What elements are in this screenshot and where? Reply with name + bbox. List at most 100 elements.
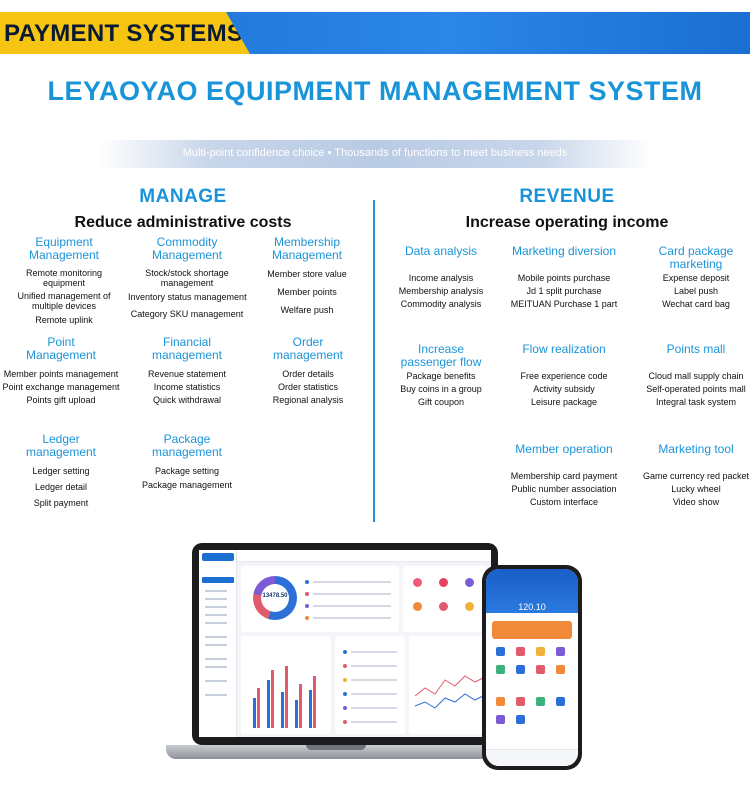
feature-item: Leisure package [530,397,598,407]
tagline-bar: Multi-point confidence choice • Thousand… [98,140,652,168]
dashboard-nav-item [205,636,227,638]
dashboard-nav-selected [202,577,234,583]
revenue-heading: REVENUE [519,186,615,207]
feature-item: Lucky wheel [671,484,721,494]
banner-label: PAYMENT SYSTEMS [4,20,244,47]
feature-item: Order statistics [277,382,338,392]
feature-item: Welfare push [280,305,334,315]
feature-title: Marketing diversion [511,244,617,258]
feature-item: Custom interface [529,497,599,507]
feature-item: Self-operated points mall [646,384,746,394]
feature-item: Label push [673,286,719,296]
column-divider [373,200,375,522]
feature-item: Income statistics [153,382,221,392]
manage-header: MANAGE Reduce administrative costs [0,186,366,232]
dashboard-nav-item [205,622,227,624]
laptop-mockup: 13478.50 [166,543,508,759]
phone-header: 120.10 [486,569,578,613]
feature-item: Cloud mall supply chain [648,371,744,381]
feature-flow-realization: Flow realization Free experience code Ac… [503,343,625,409]
feature-item: Points gift upload [26,395,96,405]
feature-item: Point exchange management [2,382,120,392]
feature-item: Membership analysis [398,286,484,296]
feature-item: Commodity analysis [400,299,482,309]
phone-tab-bar [486,749,578,766]
dashboard-nav-item [205,666,227,668]
manage-heading: MANAGE [139,186,227,207]
feature-title: Member operation [515,442,613,456]
dashboard-donut-chart [253,576,297,620]
feature-item: Regional analysis [272,395,344,405]
dashboard-card-line-chart [409,636,487,734]
feature-item: Package management [141,480,233,490]
feature-item: Game currency red packet [642,471,750,481]
phone-mockup: 120.10 [482,565,582,770]
dashboard-line-chart [414,675,484,709]
dashboard-nav-item [205,598,227,600]
dashboard-nav-item [205,658,227,660]
feature-item: Membership card payment [510,471,618,481]
feature-title: Flow realization [522,342,606,356]
header-banner: PAYMENT SYSTEMS [0,12,750,54]
feature-item: Activity subsidy [533,384,595,394]
feature-marketing-tool: Marketing tool Game currency red packet … [636,443,750,509]
phone-promo-banner [492,621,572,639]
feature-item: Member store value [267,269,347,279]
feature-title: Points mall [666,342,726,356]
feature-title: Marketing tool [658,442,734,456]
feature-item: Integral task system [655,397,737,407]
dashboard-nav-item [205,614,227,616]
dashboard-nav-item [205,644,227,646]
laptop-dashboard-screenshot: 13478.50 [199,550,491,737]
feature-item: Unified management of multiple devices [17,291,111,311]
feature-item: Video show [672,497,720,507]
feature-item: Package benefits [406,371,476,381]
feature-item: Remote monitoring equipment [25,268,103,288]
feature-item: Member points [277,287,337,297]
feature-marketing-diversion: Marketing diversion Mobile points purcha… [503,245,625,311]
feature-item: Revenue statement [147,369,227,379]
page-title: LEYAOYAO EQUIPMENT MANAGEMENT SYSTEM [47,76,703,106]
feature-item: Remote uplink [35,315,93,325]
feature-item: Member points management [3,369,119,379]
feature-item: MEITUAN Purchase 1 part [510,299,618,309]
feature-member-operation: Member operation Membership card payment… [503,443,625,509]
feature-item: Quick withdrawal [152,395,222,405]
feature-item: Ledger detail [34,482,88,492]
dashboard-sidebar [199,550,237,737]
feature-item: Jd 1 split purchase [526,286,602,296]
feature-item: Mobile points purchase [517,273,611,283]
dashboard-donut-value: 13478.50 [262,593,288,599]
dashboard-logo [202,553,234,561]
laptop-base [166,745,508,759]
feature-item: Income analysis [408,273,474,283]
dashboard-nav-item [205,606,227,608]
manage-subheading: Reduce administrative costs [74,214,292,231]
dashboard-nav-item [205,590,227,592]
dashboard-card-list [335,636,405,734]
tagline: Multi-point confidence choice • Thousand… [182,147,568,159]
feature-item: Public number association [511,484,617,494]
laptop-notch [306,745,366,750]
feature-item: Inventory status management [128,292,247,302]
feature-item: Gift coupon [417,397,465,407]
dashboard-topbar [237,550,491,562]
phone-app-screenshot: 120.10 [486,569,578,766]
feature-item: Wechat card bag [662,299,730,309]
